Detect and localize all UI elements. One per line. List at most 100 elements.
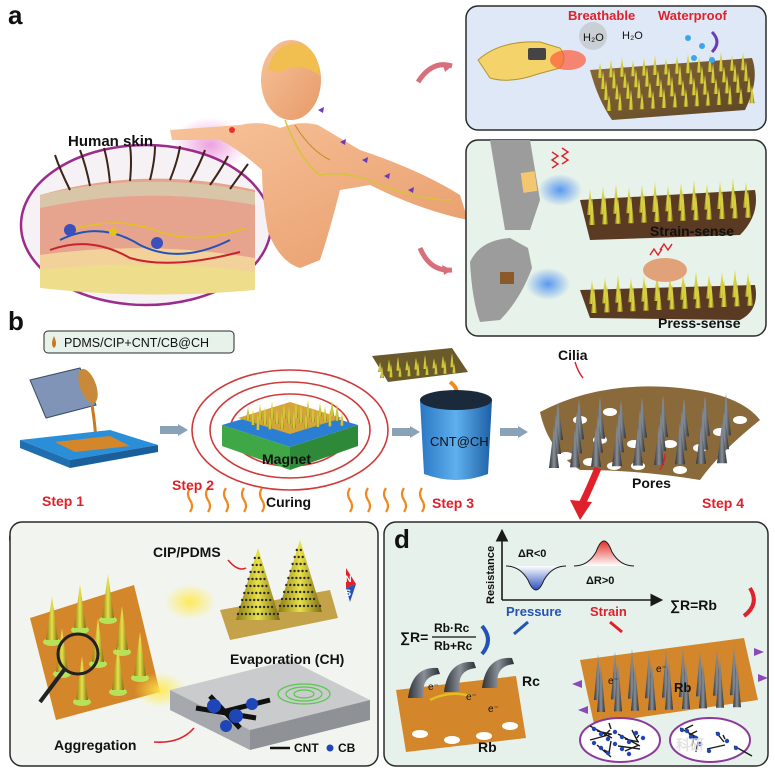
cip-particle	[236, 612, 240, 616]
bent-cilium	[444, 661, 476, 692]
sparse-network	[679, 724, 753, 757]
cb-particle	[640, 735, 646, 741]
pore	[559, 452, 573, 460]
cip-particle	[258, 605, 262, 609]
panel-c-cilium	[134, 632, 146, 676]
breathable-cilium	[724, 75, 730, 94]
breathable-cilium	[666, 67, 672, 86]
cip-particle	[299, 548, 302, 552]
cip-particle	[272, 612, 276, 616]
stretch-arrows	[572, 648, 768, 714]
strain-cilium	[641, 192, 647, 223]
water-droplets	[685, 35, 715, 63]
press-cilium	[695, 284, 701, 309]
breathable-cilium	[644, 66, 650, 87]
panel-c-cilium	[46, 596, 58, 640]
dip-cilium	[416, 361, 420, 376]
magnet-cilium	[270, 400, 274, 419]
magnet-cilium	[258, 403, 262, 420]
breathable-cilium	[718, 51, 724, 72]
svg-text:e⁻: e⁻	[466, 692, 477, 703]
breathable-cilium	[713, 78, 719, 94]
breathable-cilium	[691, 77, 697, 96]
aggregation-pointer	[153, 727, 195, 744]
cip-particle	[240, 612, 244, 616]
cb-particle	[591, 726, 597, 732]
step4-label: Step 4	[702, 495, 744, 511]
breathable-cilium	[749, 85, 755, 104]
press-cilium	[591, 287, 597, 313]
cip-particle	[294, 604, 298, 608]
cnt-fiber	[608, 722, 612, 730]
press-cilium	[721, 279, 727, 307]
breathable-cilium	[735, 72, 741, 93]
breathable-cilium	[619, 56, 625, 77]
final-cilium	[696, 425, 706, 464]
bent-cilium	[408, 667, 440, 698]
cb-particle	[626, 751, 632, 757]
cip-pdms-label: CIP/PDMS	[153, 544, 221, 560]
strain-cilium	[693, 194, 699, 221]
dip-cilium	[380, 366, 384, 378]
cip-particle	[269, 598, 272, 602]
cip-particle	[278, 604, 282, 608]
breathable-cilium	[729, 54, 735, 71]
breathable-cilium	[710, 63, 716, 83]
magnet-cilium	[246, 406, 250, 420]
dense-network-ellipse	[579, 717, 661, 763]
cb-particle	[679, 727, 685, 733]
cip-particle	[303, 562, 306, 566]
cip-particle	[249, 584, 252, 588]
pores-pointer	[659, 453, 666, 471]
magnet-cilium	[328, 408, 332, 427]
press-sense-label: Press-sense	[658, 315, 741, 331]
cip-particle	[253, 570, 256, 574]
step3-label: Step 3	[432, 495, 474, 511]
breathable-cilium	[685, 53, 691, 74]
magnet-cilium	[330, 399, 334, 416]
cip-particle	[295, 548, 298, 552]
cip-particle	[282, 604, 286, 608]
electron-labels-right: e⁻ e⁻	[608, 664, 667, 687]
breathable-cilium	[608, 59, 614, 78]
cnt-fiber	[722, 734, 726, 740]
cilia-pointer	[574, 361, 584, 379]
breathable-cilium	[743, 61, 749, 82]
cip-particle	[251, 591, 254, 595]
cip-particle	[295, 590, 298, 594]
waterproof-arrow	[710, 30, 719, 54]
vapor-cloud-left	[579, 22, 607, 50]
delta-neg-label: ΔR<0	[518, 548, 546, 560]
cilia-label: Cilia	[558, 347, 588, 363]
cip-particle	[265, 598, 268, 602]
evaporation-rings	[277, 683, 331, 705]
cb-particle	[612, 741, 618, 747]
svg-text:S: S	[345, 588, 351, 598]
cip-particle	[291, 590, 294, 594]
cb-legend-label: CB	[338, 741, 356, 755]
breathable-cilium	[597, 62, 603, 78]
cip-particle	[245, 584, 248, 588]
cnt-fiber	[691, 735, 695, 747]
cb-particle	[684, 728, 690, 734]
cb-particle	[733, 745, 739, 751]
cip-particle	[249, 570, 252, 574]
cb-particle	[612, 729, 618, 735]
magnet-cilium	[294, 401, 298, 418]
cip-particle	[297, 583, 300, 587]
cip-particle	[255, 591, 258, 595]
arrow-to-sense	[417, 246, 453, 273]
cip-particle	[262, 605, 266, 609]
dip-cilium	[405, 360, 409, 371]
magnet-cilium	[318, 402, 322, 417]
cip-particle	[251, 563, 254, 567]
cip-particle	[303, 590, 306, 594]
breathable-cilium	[658, 79, 664, 97]
finger-illustration	[643, 258, 687, 282]
cip-particle	[289, 569, 292, 573]
magnet-cilium	[340, 411, 344, 426]
cip-particle	[259, 577, 262, 581]
breathable-cilium	[727, 84, 733, 105]
breathable-cilium	[625, 80, 631, 99]
strain-gray-cilium	[682, 663, 690, 709]
